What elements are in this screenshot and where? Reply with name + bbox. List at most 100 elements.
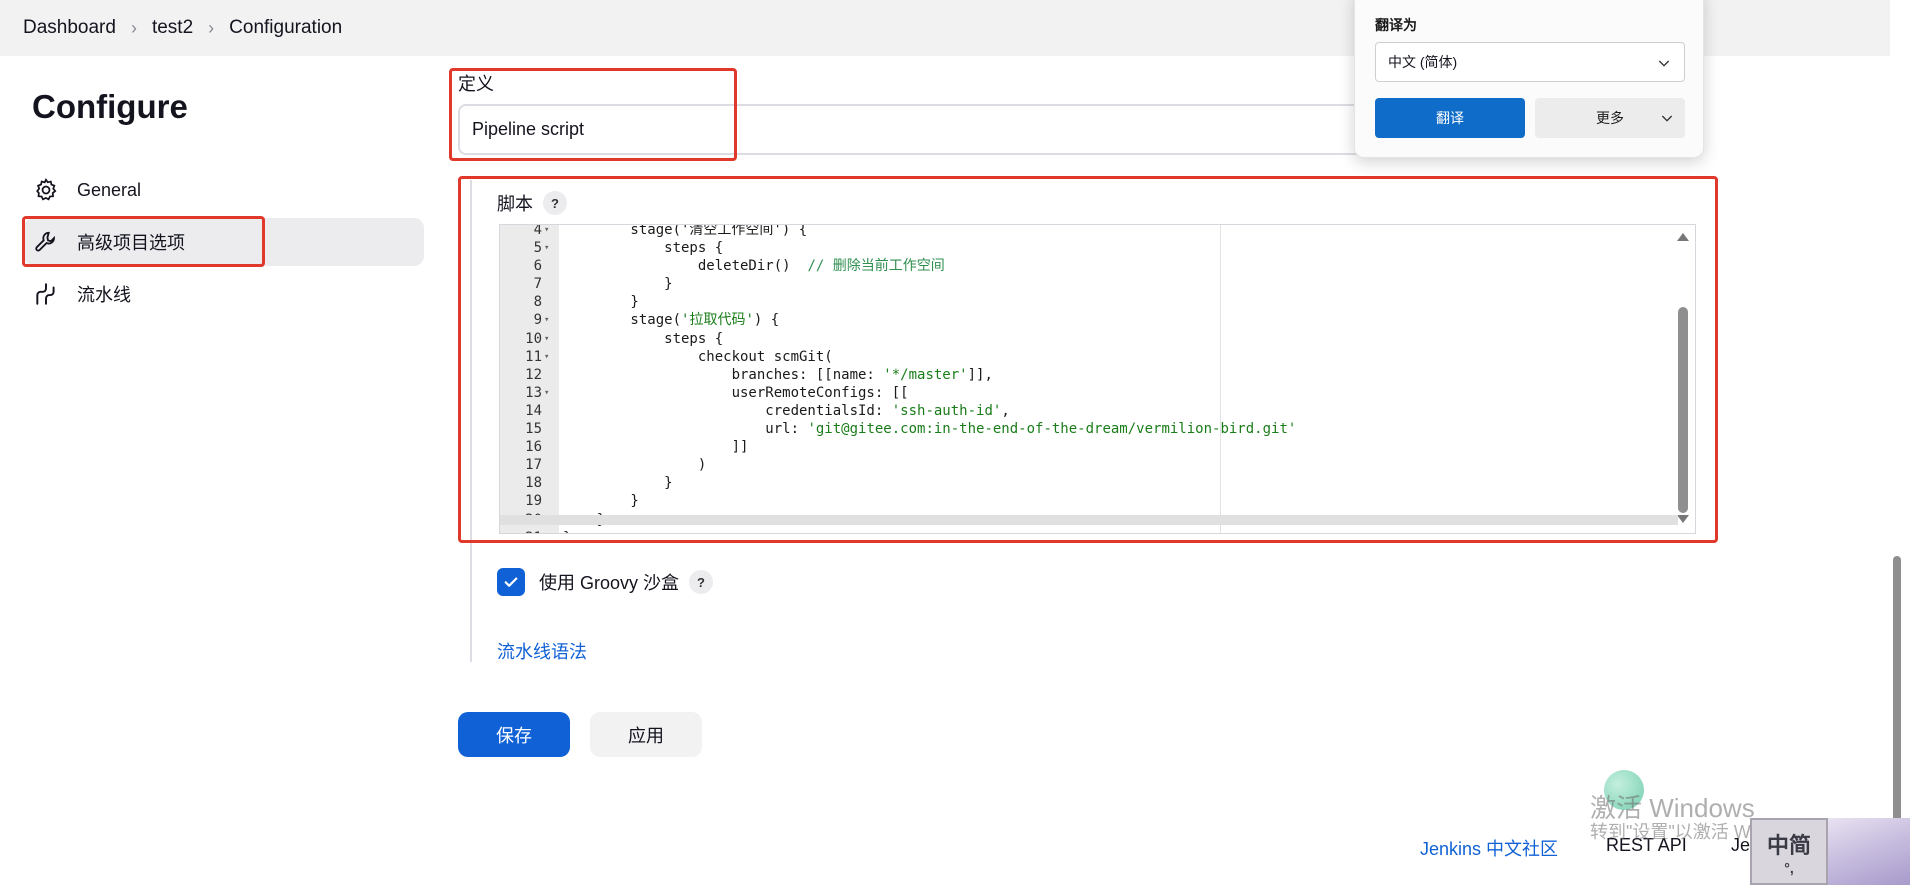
- code-text: }: [563, 529, 571, 533]
- translate-button[interactable]: 翻译: [1375, 98, 1525, 138]
- code-text: ]]: [563, 438, 749, 456]
- fold-arrow-icon[interactable]: ▾: [544, 387, 550, 398]
- chevron-right-icon: ›: [208, 17, 215, 38]
- line-number: 11: [525, 348, 542, 365]
- code-token: deleteDir(): [563, 258, 808, 275]
- code-comment: // 删除当前工作空间: [807, 258, 945, 275]
- footer-community-link[interactable]: Jenkins 中文社区: [1420, 839, 1559, 859]
- code-text: stage('拉取代码') {: [563, 311, 779, 329]
- code-token: }: [563, 493, 639, 510]
- more-button-label: 更多: [1596, 110, 1624, 126]
- editor-vertical-scrollbar[interactable]: [1675, 233, 1689, 523]
- line-number: 14: [525, 402, 542, 419]
- fold-arrow-icon[interactable]: ▾: [544, 225, 550, 235]
- editor-print-margin: [1220, 225, 1221, 533]
- line-number: 13: [525, 384, 542, 401]
- code-text: userRemoteConfigs: [[: [563, 384, 909, 402]
- scroll-thumb[interactable]: [1678, 307, 1688, 513]
- script-editor[interactable]: 4▾ stage('清空工作空间') {5▾ steps {6 deleteDi…: [499, 224, 1696, 534]
- line-number: 16: [525, 439, 542, 456]
- code-token: ,: [1001, 402, 1010, 419]
- sidebar-item-general[interactable]: General: [24, 166, 424, 214]
- code-text: }: [563, 275, 673, 293]
- definition-label: 定义: [458, 74, 494, 94]
- breadcrumb-configuration[interactable]: Configuration: [229, 17, 343, 38]
- gear-icon: [32, 176, 60, 204]
- breadcrumb-test2[interactable]: test2: [151, 17, 194, 38]
- pipeline-syntax-link[interactable]: 流水线语法: [497, 642, 587, 662]
- more-button[interactable]: 更多: [1535, 98, 1685, 138]
- code-token: userRemoteConfigs: [[: [563, 384, 909, 401]
- ime-mode: 中简: [1766, 832, 1811, 858]
- fold-arrow-icon[interactable]: ▾: [544, 351, 550, 362]
- translate-to-label: 翻译为: [1375, 17, 1417, 33]
- code-token: stage(: [563, 312, 682, 329]
- chevron-right-icon: ›: [130, 17, 137, 38]
- code-string: 'ssh-auth-id': [891, 402, 1002, 419]
- editor-gutter: [500, 225, 559, 533]
- fold-arrow-icon[interactable]: ▾: [544, 243, 550, 254]
- line-number: 4: [533, 224, 542, 238]
- scroll-up-icon[interactable]: [1677, 233, 1689, 241]
- code-token: ]],: [967, 366, 993, 383]
- line-number: 12: [525, 366, 542, 383]
- footer-jenkins-link[interactable]: Je: [1731, 835, 1751, 855]
- code-text: checkout scmGit(: [563, 348, 833, 366]
- code-token: }: [563, 276, 673, 293]
- code-text: branches: [[name: '*/master']],: [563, 366, 993, 384]
- ime-punct: °,: [1784, 859, 1794, 876]
- code-text: credentialsId: 'ssh-auth-id',: [563, 402, 1010, 420]
- sidebar-item-label: 高级项目选项: [77, 233, 185, 253]
- line-number: 9: [533, 312, 542, 329]
- sidebar-item-label: 流水线: [77, 285, 131, 305]
- script-label: 脚本 ?: [497, 190, 567, 216]
- code-token: ) {: [753, 312, 780, 329]
- pipeline-icon: [32, 280, 60, 308]
- translate-popup: 翻译为 中文 (简体) 翻译 更多: [1354, 0, 1704, 158]
- code-token: ): [563, 457, 707, 474]
- code-token: checkout scmGit(: [563, 348, 833, 365]
- code-token: ]]: [563, 439, 749, 456]
- chevron-down-icon: [1656, 55, 1672, 74]
- line-number: 17: [525, 457, 542, 474]
- apply-button[interactable]: 应用: [590, 712, 702, 757]
- line-number: 10: [525, 330, 542, 347]
- scroll-down-icon[interactable]: [1677, 515, 1689, 523]
- line-number: 5: [533, 240, 542, 257]
- code-token: steps {: [563, 240, 724, 257]
- fold-arrow-icon[interactable]: ▾: [544, 315, 550, 326]
- check-icon: [504, 577, 518, 587]
- code-token: }: [563, 530, 571, 533]
- code-token: }: [563, 294, 639, 311]
- save-button[interactable]: 保存: [458, 712, 570, 757]
- groovy-sandbox-checkbox[interactable]: [497, 568, 525, 596]
- code-token: credentialsId:: [563, 402, 892, 419]
- code-string: '*/master': [883, 366, 968, 383]
- line-number: 15: [525, 421, 542, 438]
- code-token: stage('清空工作空间') {: [563, 224, 808, 238]
- editor-horizontal-scrollbar[interactable]: [500, 515, 1678, 525]
- code-token: branches: [[name:: [563, 366, 884, 383]
- code-string: '拉取代码': [681, 312, 754, 329]
- code-text: }: [563, 492, 639, 510]
- code-string: 'git@gitee.com:in-the-end-of-the-dream/v…: [807, 421, 1297, 438]
- ime-indicator[interactable]: 中简 °,: [1750, 818, 1828, 885]
- sidebar-item-pipeline[interactable]: 流水线: [24, 270, 424, 318]
- script-label-text: 脚本: [497, 194, 533, 214]
- definition-select[interactable]: Pipeline script: [458, 104, 1458, 155]
- translate-language-select[interactable]: 中文 (简体): [1375, 42, 1685, 82]
- footer-rest-api-link[interactable]: REST API: [1606, 835, 1687, 855]
- code-token: }: [563, 475, 673, 492]
- page-scrollbar[interactable]: [1893, 556, 1901, 856]
- fold-arrow-icon[interactable]: ▾: [544, 333, 550, 344]
- breadcrumb-dashboard[interactable]: Dashboard: [23, 17, 116, 38]
- watermark-badge-icon: [1604, 770, 1644, 810]
- sandbox-help-icon[interactable]: ?: [689, 570, 714, 594]
- code-text: stage('清空工作空间') {: [563, 224, 808, 239]
- code-text: steps {: [563, 330, 723, 348]
- page-title: Configure: [32, 88, 188, 125]
- script-help-icon[interactable]: ?: [543, 191, 567, 215]
- sidebar-item-advanced[interactable]: 高级项目选项: [24, 218, 424, 266]
- sidebar-item-label: General: [77, 179, 142, 200]
- code-text: url: 'git@gitee.com:in-the-end-of-the-dr…: [563, 420, 1296, 438]
